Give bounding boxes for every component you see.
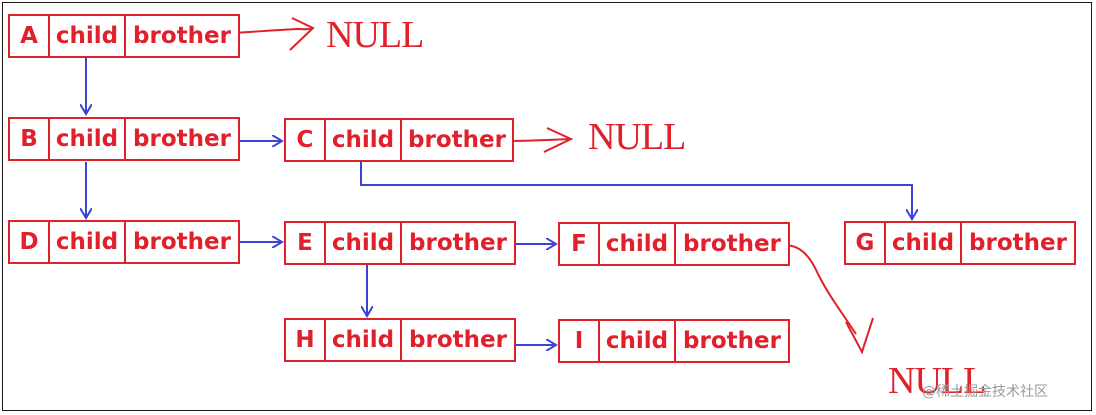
brother-field: brother <box>400 120 512 160</box>
node-e: E child brother <box>284 221 516 265</box>
brother-field: brother <box>124 222 238 262</box>
null-arrow-a <box>231 27 313 34</box>
null-arrow-f <box>781 243 857 335</box>
child-field: child <box>598 224 674 264</box>
brother-field: brother <box>400 320 514 360</box>
node-a: A child brother <box>8 14 240 58</box>
child-arrow-c-to-g <box>360 162 912 219</box>
child-field: child <box>884 223 960 263</box>
node-label: D <box>19 229 39 255</box>
brother-field: brother <box>124 119 238 159</box>
node-label: F <box>571 231 587 257</box>
node-h: H child brother <box>284 318 516 362</box>
node-label: I <box>574 328 584 354</box>
child-field: child <box>324 320 400 360</box>
node-d: D child brother <box>8 220 240 264</box>
brother-field: brother <box>674 321 788 361</box>
node-i: I child brother <box>558 319 790 363</box>
null-label-c: NULL <box>588 116 686 158</box>
brother-field: brother <box>674 224 788 264</box>
null-label-a: NULL <box>326 14 424 56</box>
watermark-text: @稀土掘金技术社区 <box>922 384 1048 400</box>
null-arrow-f-head <box>845 317 874 355</box>
child-field: child <box>324 120 400 160</box>
node-label: G <box>855 230 875 256</box>
brother-field: brother <box>960 223 1074 263</box>
child-field: child <box>48 16 124 56</box>
node-label: B <box>20 126 38 152</box>
brother-field: brother <box>124 16 238 56</box>
child-field: child <box>48 119 124 159</box>
node-g: G child brother <box>844 221 1076 265</box>
child-field: child <box>598 321 674 361</box>
node-b: B child brother <box>8 117 240 161</box>
null-arrow-c-head <box>543 127 574 153</box>
node-f: F child brother <box>558 222 790 266</box>
node-c: C child brother <box>284 118 514 162</box>
child-field: child <box>324 223 400 263</box>
node-label: E <box>297 230 313 256</box>
node-label: A <box>20 23 38 49</box>
null-label-f: NULL <box>888 360 986 402</box>
node-label: H <box>295 327 315 353</box>
brother-field: brother <box>400 223 514 263</box>
null-arrow-a-head <box>289 17 315 51</box>
node-label: C <box>296 127 314 153</box>
child-field: child <box>48 222 124 262</box>
null-arrow-c <box>505 138 571 142</box>
